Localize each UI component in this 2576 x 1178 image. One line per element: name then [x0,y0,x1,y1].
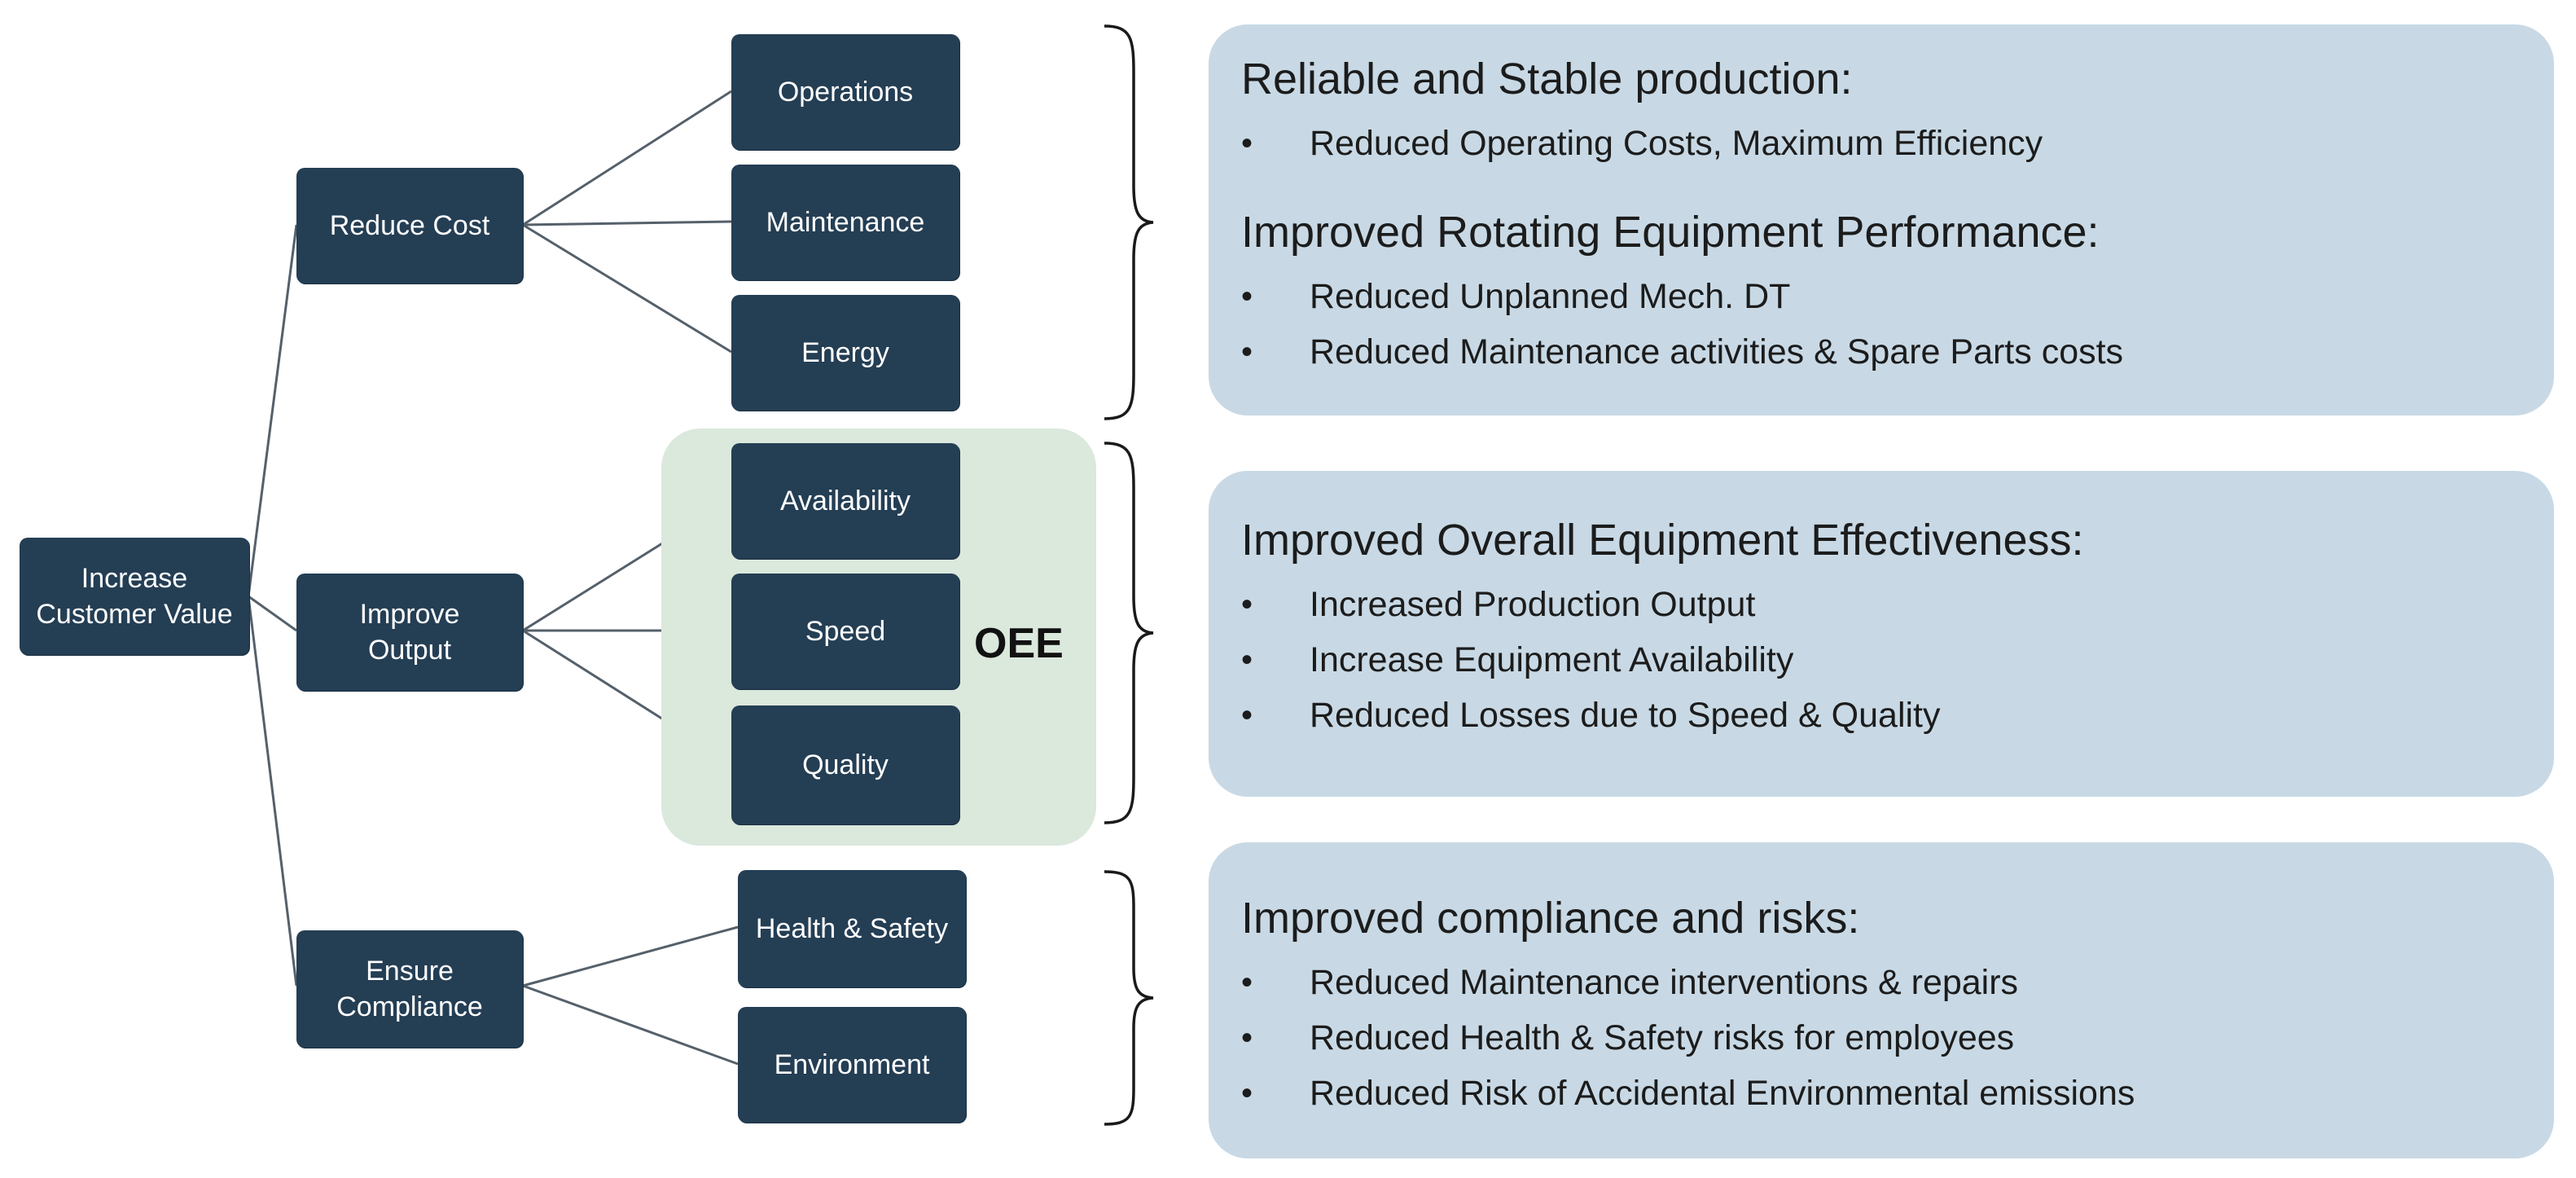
oee-label: OEE [974,620,1064,667]
node-quality: Quality [731,705,959,824]
bullet-list: Increased Production Output Increase Equ… [1241,577,2521,743]
connector-root-reduce-cost [247,224,298,597]
connector-reduce-cost-operations [522,90,732,226]
connector-root-improve-output [248,595,297,632]
bullet-list: Reduced Operating Costs, Maximum Efficie… [1241,116,2521,171]
bullet-item: Reduced Operating Costs, Maximum Efficie… [1241,116,2521,171]
node-environment: Environment [738,1007,966,1123]
node-health-safety: Health & Safety [738,870,966,987]
bullet-list: Reduced Maintenance interventions & repa… [1241,955,2521,1121]
bullet-item: Increased Production Output [1241,577,2521,632]
connector-reduce-cost-maintenance [522,220,732,226]
panel-ensure-compliance-benefits: Improved compliance and risks: Reduced M… [1209,842,2554,1158]
node-reduce-cost: Reduce Cost [296,168,523,284]
bullet-item: Reduced Risk of Accidental Environmental… [1241,1066,2521,1121]
panel-heading: Reliable and Stable production: [1241,55,1853,103]
bullet-item: Reduced Maintenance activities & Spare P… [1241,324,2521,380]
node-availability: Availability [731,443,959,559]
bullet-item: Increase Equipment Availability [1241,632,2521,688]
brace-cost [1104,24,1154,420]
panel-heading: Improved Overall Equipment Effectiveness… [1241,516,2084,565]
connector-root-ensure-compliance [247,596,298,987]
bullet-item: Reduced Unplanned Mech. DT [1241,269,2521,324]
bullet-item: Reduced Health & Safety risks for employ… [1241,1010,2521,1066]
bullet-list: Reduced Unplanned Mech. DT Reduced Maint… [1241,269,2521,380]
brace-output [1104,442,1154,824]
connector-ensure-compliance-environment [522,984,739,1066]
node-ensure-compliance: Ensure Compliance [296,930,523,1048]
node-improve-output: Improve Output [296,574,523,691]
panel-heading: Improved compliance and risks: [1241,894,1860,943]
bullet-item: Reduced Maintenance interventions & repa… [1241,955,2521,1010]
panel-heading: Improved Rotating Equipment Performance: [1241,208,2100,257]
node-increase-customer-value: Increase Customer Value [20,538,249,655]
connector-reduce-cost-energy [522,223,732,354]
node-energy: Energy [731,295,959,411]
connector-ensure-compliance-health-safety [522,925,739,987]
panel-reduce-cost-benefits: Reliable and Stable production: Reduced … [1209,24,2554,415]
node-maintenance: Maintenance [731,165,959,280]
panel-improve-output-benefits: Improved Overall Equipment Effectiveness… [1209,471,2554,797]
node-operations: Operations [731,34,959,150]
bullet-item: Reduced Losses due to Speed & Quality [1241,688,2521,743]
node-speed: Speed [731,574,959,689]
brace-compliance [1104,870,1154,1126]
